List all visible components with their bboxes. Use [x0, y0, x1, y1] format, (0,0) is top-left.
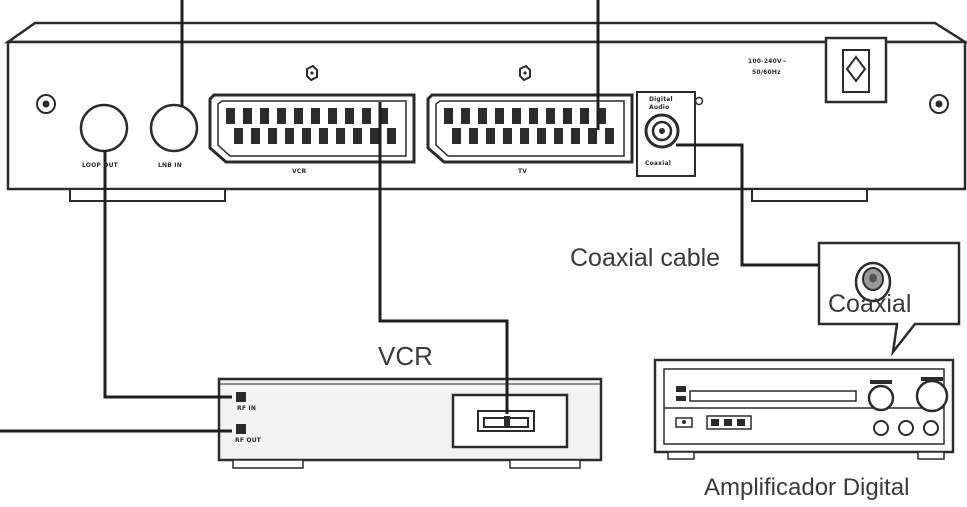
tv-scart-pin [452, 128, 461, 144]
tv-scart-pin [486, 128, 495, 144]
vcr-scart-pin [277, 108, 286, 124]
vcr-scart-cable [378, 102, 509, 414]
screw-hole-right-icon [929, 94, 949, 114]
frequency-label: 50/60Hz [752, 69, 781, 76]
tv-scart-pin [571, 128, 580, 144]
coaxial-cable [676, 143, 819, 267]
coaxial-port-label-line2: Audio [649, 104, 670, 111]
vcr-scart-pin [311, 108, 320, 124]
vcr-scart-pin [294, 108, 303, 124]
vcr-rf-out-port [236, 424, 246, 434]
vcr-scart-pin [370, 128, 379, 144]
coaxial-port-marker-icon [694, 96, 704, 106]
loop-out-connector [79, 103, 129, 153]
receiver-back-panel [4, 21, 967, 202]
vcr-scart-pin [379, 108, 388, 124]
vcr-device [217, 377, 603, 469]
tv-scart-pin [563, 108, 572, 124]
left-foot [69, 188, 226, 202]
vcr-label: VCR [378, 341, 433, 371]
tv-scart-pin [512, 108, 521, 124]
vcr-scart-pin [226, 108, 235, 124]
screw-hole-left-icon [36, 94, 56, 114]
tv-scart-pin [580, 108, 589, 124]
vcr-rf-in-port [236, 392, 246, 402]
amplifier-device [653, 358, 955, 460]
vcr-scart-pin [353, 128, 362, 144]
vcr-scart-label: VCR [292, 168, 307, 175]
vcr-scart-pin [243, 108, 252, 124]
tv-scart-pin [520, 128, 529, 144]
vcr-scart-socket [451, 393, 569, 449]
vcr-rf-in-label: RF IN [237, 405, 257, 412]
coaxial-plug-icon [854, 261, 892, 303]
vcr-scart-pin [302, 128, 311, 144]
coaxial-callout-bubble [817, 241, 961, 357]
tv-scart-pin [478, 108, 487, 124]
vcr-scart-pin [328, 108, 337, 124]
amplifier-right-foot [917, 451, 945, 460]
vcr-scart-pin [387, 128, 396, 144]
tv-scart-pin [554, 128, 563, 144]
right-foot [751, 188, 868, 202]
vcr-scart-pin [345, 108, 354, 124]
amplifier-knob-left [867, 384, 895, 412]
vcr-scart-pin [362, 108, 371, 124]
amplifier-front-controls [675, 415, 939, 436]
coaxial-cable-label: Coaxial cable [570, 244, 721, 272]
amplifier-left-foot [667, 451, 695, 460]
loop-out-label: LOOP OUT [82, 162, 118, 169]
vcr-right-foot [509, 459, 581, 469]
tv-scart-pin [469, 128, 478, 144]
loop-out-to-vcr-cable [103, 150, 232, 399]
power-rating-label: 100-240V~ [748, 58, 788, 65]
vcr-scart-pin [336, 128, 345, 144]
tv-scart-direction-icon [519, 64, 531, 82]
vcr-scart-pin [285, 128, 294, 144]
coaxial-callout-label: Coaxial [828, 290, 912, 318]
tv-scart-pin [461, 108, 470, 124]
tv-scart-pin [503, 128, 512, 144]
lnb-in-connector [149, 103, 199, 153]
lnb-in-label: LNB IN [158, 162, 182, 169]
tv-scart-label: TV [518, 168, 528, 175]
coaxial-port [636, 91, 704, 177]
vcr-left-foot [232, 459, 304, 469]
tv-scart-pin [546, 108, 555, 124]
tv-scart-pin [537, 128, 546, 144]
vcr-rf-out-label: RF OUT [235, 437, 262, 444]
amplifier-display [689, 390, 857, 402]
vcr-scart-pin [234, 128, 243, 144]
tv-scart-pin [605, 128, 614, 144]
tv-scart-pin [597, 108, 606, 124]
power-switch [824, 36, 888, 104]
tv-scart-pin [588, 128, 597, 144]
tv-scart-pin [529, 108, 538, 124]
cables [0, 0, 819, 433]
tv-scart-connector [426, 64, 634, 164]
tv-scart-pin [444, 108, 453, 124]
vcr-scart-pin [251, 128, 260, 144]
amplifier-label: Amplificador Digital [704, 474, 910, 501]
tv-scart-pin [495, 108, 504, 124]
coaxial-port-label-bottom: Coaxial [645, 160, 672, 167]
vcr-scart-pin [319, 128, 328, 144]
coaxial-port-label-line1: Digital [649, 96, 673, 103]
vcr-scart-direction-icon [306, 64, 318, 82]
vcr-scart-connector [208, 64, 416, 164]
vcr-scart-pin [268, 128, 277, 144]
amplifier-knob-right [915, 379, 949, 413]
vcr-scart-pin [260, 108, 269, 124]
